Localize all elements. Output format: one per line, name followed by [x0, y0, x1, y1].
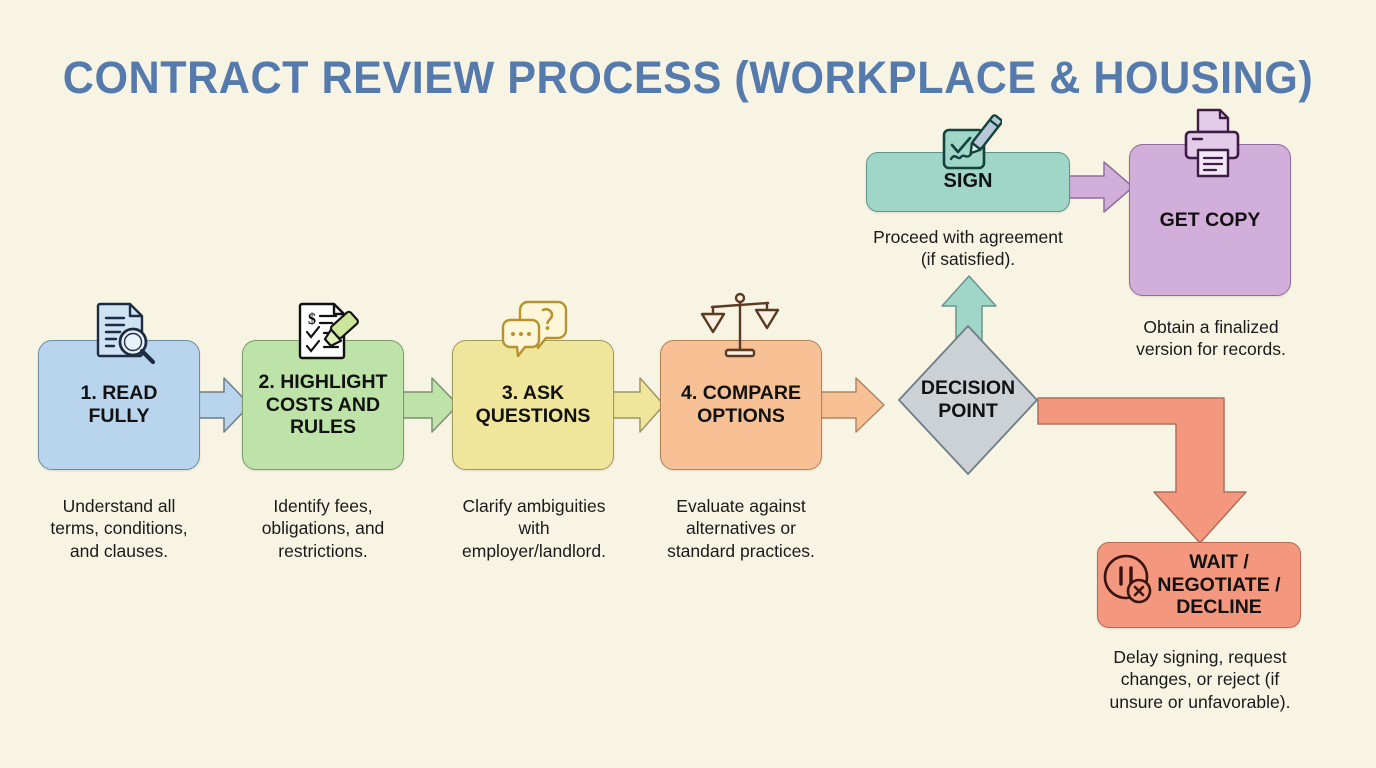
node-decision-point-label: DECISION POINT — [920, 376, 1016, 422]
caption-compare-options: Evaluate against alternatives or standar… — [667, 496, 815, 561]
arrow-sign-to-getcopy — [1063, 161, 1134, 213]
caption-get-copy: Obtain a finalized version for records. — [1136, 317, 1286, 360]
arrow-compare-to-decision — [819, 377, 885, 433]
node-sign[interactable]: SIGN — [866, 152, 1070, 212]
node-compare-options[interactable]: 4. COMPARE OPTIONS — [660, 340, 822, 470]
caption-highlight-costs: Identify fees, obligations, and restrict… — [261, 496, 385, 561]
node-read-fully[interactable]: 1. READ FULLY — [38, 340, 200, 470]
svg-text:$: $ — [308, 311, 316, 328]
node-ask-questions[interactable]: 3. ASK QUESTIONS — [452, 340, 614, 470]
node-wait-label: WAIT / NEGOTIATE / DECLINE — [1157, 550, 1281, 619]
caption-read-fully: Understand all terms, conditions, and cl… — [50, 496, 188, 561]
node-get-copy-label: GET COPY — [1159, 208, 1261, 231]
caption-wait-negotiate-decline: Delay signing, request changes, or rejec… — [1109, 647, 1291, 712]
page-title: CONTRACT REVIEW PROCESS (WORKPLACE & HOU… — [62, 52, 1314, 103]
node-decision-point[interactable]: DECISION POINT — [893, 320, 1043, 480]
node-read-fully-label: 1. READ FULLY — [80, 382, 158, 427]
arrow-ask-to-compare — [611, 377, 665, 433]
node-ask-questions-label: 3. ASK QUESTIONS — [475, 382, 591, 427]
arrow-decision-to-wait — [1037, 397, 1247, 544]
node-highlight-label: 2. HIGHLIGHT COSTS AND RULES — [258, 370, 388, 439]
node-get-copy[interactable]: GET COPY — [1129, 144, 1291, 296]
node-sign-label: SIGN — [943, 170, 993, 193]
node-highlight-costs-and-rules[interactable]: 2. HIGHLIGHT COSTS AND RULES — [242, 340, 404, 470]
node-compare-options-label: 4. COMPARE OPTIONS — [681, 382, 801, 427]
arrow-highlight-to-ask — [401, 377, 459, 433]
caption-sign: Proceed with agreement (if satisfied). — [873, 227, 1063, 270]
node-wait-negotiate-decline[interactable]: WAIT / NEGOTIATE / DECLINE — [1097, 542, 1301, 628]
caption-ask-questions: Clarify ambiguities with employer/landlo… — [462, 496, 606, 561]
